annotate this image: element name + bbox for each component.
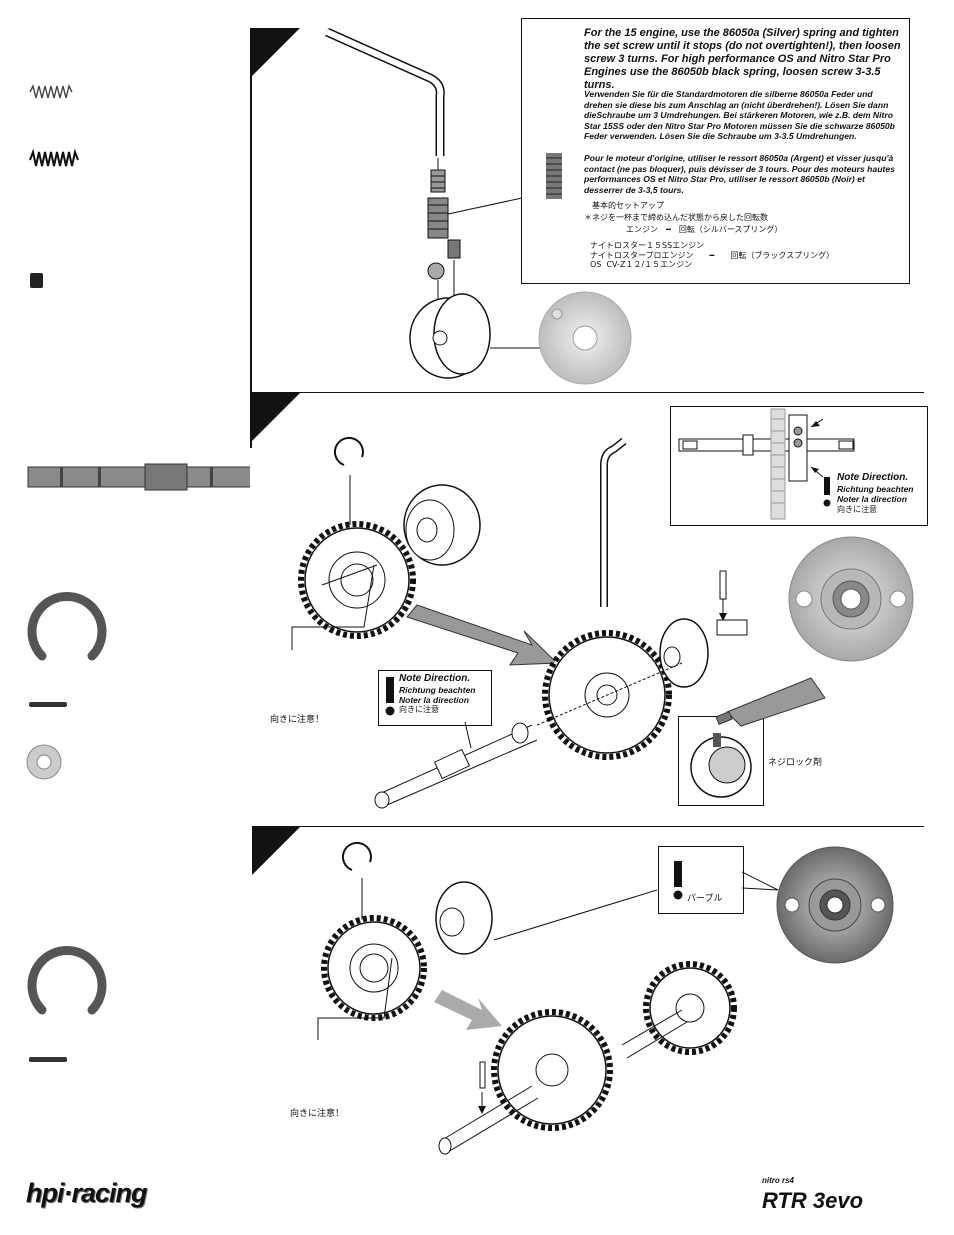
inset-note-de: Richtung beachten [837,483,914,494]
inset-note-en: Note Direction. [837,472,909,483]
step2-inset-diagram: Note Direction. Richtung beachten Noter … [670,406,928,526]
purple-jp: パープル [687,894,723,904]
threadlock-jp: ネジロック剤 [768,758,823,768]
callout-note-de: Richtung beachten [399,684,476,695]
step-marker-2 [252,393,300,441]
threadlock-drawing [690,733,752,798]
inset-shaft-drawing [678,408,855,520]
nitro-rs4-label: nitro rs4 [762,1176,795,1185]
note-jp-line1: 基本的セットアップ [592,201,664,210]
step1-setup-note: For the 15 engine, use the 86050a (Silve… [521,18,910,284]
exclamation-icon [385,677,395,716]
rtr3evo-label: RTR 3evo [762,1188,864,1213]
inset-note-direction: Note Direction. Richtung beachten Noter … [837,472,914,515]
note-german: Verwenden Sie für die Standardmotoren di… [584,89,895,141]
clutch-photo-1 [538,291,632,385]
clutch-photo-2 [788,536,914,662]
purple-callout: パープル [658,846,744,914]
parts-list [26,83,250,1062]
step1-illustration [325,27,542,379]
step-marker-3 [252,827,300,875]
callout-note-en: Note Direction. [399,673,471,684]
note-english: For the 15 engine, use the 86050a (Silve… [584,27,901,91]
step2-illustration [291,436,748,809]
note-direction-callout: Note Direction. Richtung beachten Noter … [378,670,492,726]
exclamation-icon-2 [673,861,683,900]
note-jp-line2: ＊ネジを一杯まで締め込んだ状態から戻した回転数 [584,213,768,222]
hpi-racing-logo: hpi·racing [26,1178,148,1208]
gear-shaft-part [27,463,250,491]
inset-note-jp: 向きに注意 [837,504,877,514]
callout-pointer [464,722,472,749]
step-divider-1 [252,392,924,393]
spring-icon [546,153,562,199]
purple-pointer [742,871,779,891]
set-screw-part [30,273,43,288]
step-divider-2 [252,826,924,827]
black-spring-part [29,148,79,167]
pin-part-2 [29,1057,67,1062]
step3-jp-direction: 向きに注意！ [290,1109,345,1119]
pin-part [29,702,67,707]
callout-note-jp: 向きに注意 [399,704,439,714]
step2-jp-direction: 向きに注意！ [270,715,325,725]
step3-illustration [317,841,737,1155]
silver-spring-part [29,83,73,99]
note-french: Pour le moteur d'origine, utiliser le re… [584,153,895,195]
inset-note-fr: Noter la direction [837,494,907,504]
threadlock-inset [678,716,764,806]
e-clip-part-2 [27,946,107,1015]
threadlock-tube [715,677,826,727]
note-jp-line3: エンジン ━ 回転（シルバースプリング） [626,225,783,234]
parts-column-divider [250,28,252,448]
washer-part [26,744,62,780]
rtr3evo-logo: nitro rs4 RTR 3evo [762,1176,864,1214]
note-jp-line4: ナイトロスター１５SSエンジン ナイトロスタープロエンジン ━ 回転（ブラックス… [590,241,835,269]
e-clip-part [27,592,107,661]
callout-note-fr: Noter la direction [399,694,469,705]
clutch-photo-3 [776,846,894,964]
step-marker-1 [252,28,300,76]
